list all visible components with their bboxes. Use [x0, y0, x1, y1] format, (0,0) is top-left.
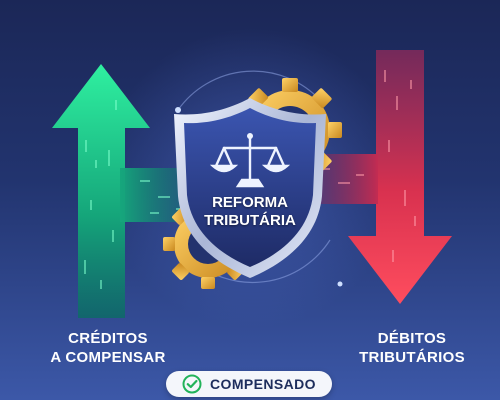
shield-title: REFORMA TRIBUTÁRIA — [190, 194, 310, 230]
debits-label-line-2: TRIBUTÁRIOS — [359, 349, 465, 366]
status-badge-label: COMPENSADO — [210, 376, 316, 392]
status-badge: COMPENSADO — [166, 371, 332, 397]
credits-label-line-1: CRÉDITOS — [68, 330, 148, 347]
shield-icon — [174, 98, 326, 278]
shield-title-line-2: TRIBUTÁRIA — [204, 212, 296, 229]
debits-label-line-1: DÉBITOS — [377, 330, 447, 347]
balance-scale-icon — [209, 133, 291, 188]
credits-label-line-2: A COMPENSAR — [50, 349, 166, 366]
shield-title-line-1: REFORMA — [212, 194, 288, 211]
credits-label: CRÉDITOS A COMPENSAR — [38, 329, 178, 367]
check-circle-icon — [182, 374, 202, 394]
debits-label: DÉBITOS TRIBUTÁRIOS — [352, 329, 472, 367]
